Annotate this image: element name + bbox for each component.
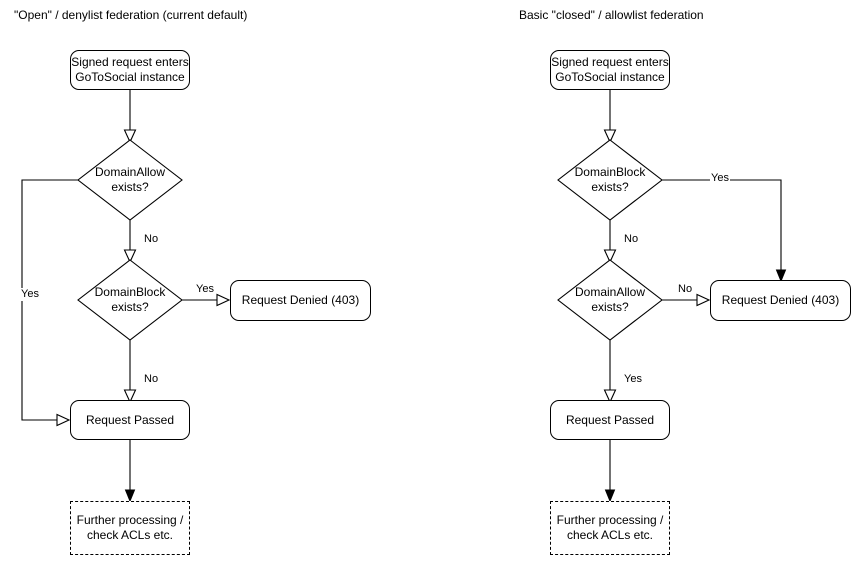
node-line-1: Signed request enters [551,55,669,69]
node-line-2: check ACLs etc. [86,528,174,542]
edge-label-allow-no-right: No [677,283,694,296]
edge-label-block-no-left: No [143,373,160,386]
node-line-2: check ACLs etc. [566,528,654,542]
node-request-passed-left: Request Passed [70,400,190,440]
decision-label: DomainBlock exists? [558,140,662,220]
edge-label-allow-yes-left: Yes [20,288,40,301]
decision-label: DomainAllow exists? [558,260,662,340]
node-line-2: GoToSocial instance [555,70,665,84]
node-line-1: Further processing / [76,513,184,527]
decision-domainblock-right: DomainBlock exists? [557,139,663,221]
edge-label-allow-yes-right: Yes [623,373,643,386]
decision-label: DomainBlock exists? [78,260,182,340]
edge-label-block-yes-right: Yes [710,172,730,185]
edge-label-block-yes-left: Yes [195,283,215,296]
node-line-2: GoToSocial instance [75,70,185,84]
decision-line-1: DomainBlock [574,165,646,179]
decision-line-2: exists? [111,300,149,314]
decision-domainallow-right: DomainAllow exists? [557,259,663,341]
node-request-denied-left: Request Denied (403) [230,280,371,321]
node-request-passed-right: Request Passed [550,400,670,440]
edge-label-block-no-right: No [623,233,640,246]
decision-domainallow-left: DomainAllow exists? [77,139,183,221]
node-line-1: Further processing / [556,513,664,527]
decision-line-2: exists? [111,180,149,194]
decision-line-2: exists? [591,300,629,314]
decision-label: DomainAllow exists? [78,140,182,220]
node-signed-request-enters-right: Signed request enters GoToSocial instanc… [550,50,670,90]
decision-line-1: DomainAllow [574,285,646,299]
decision-line-1: DomainBlock [94,285,166,299]
edge-label-allow-no-left: No [143,233,160,246]
decision-line-2: exists? [591,180,629,194]
decision-domainblock-left: DomainBlock exists? [77,259,183,341]
node-signed-request-enters-left: Signed request enters GoToSocial instanc… [70,50,190,90]
panel-title-open-denylist: "Open" / denylist federation (current de… [14,8,248,22]
decision-line-1: DomainAllow [94,165,166,179]
node-line-1: Signed request enters [71,55,189,69]
panel-title-closed-allowlist: Basic "closed" / allowlist federation [519,8,704,22]
node-further-processing-left: Further processing / check ACLs etc. [70,501,190,555]
node-further-processing-right: Further processing / check ACLs etc. [550,501,670,555]
node-request-denied-right: Request Denied (403) [710,280,851,321]
